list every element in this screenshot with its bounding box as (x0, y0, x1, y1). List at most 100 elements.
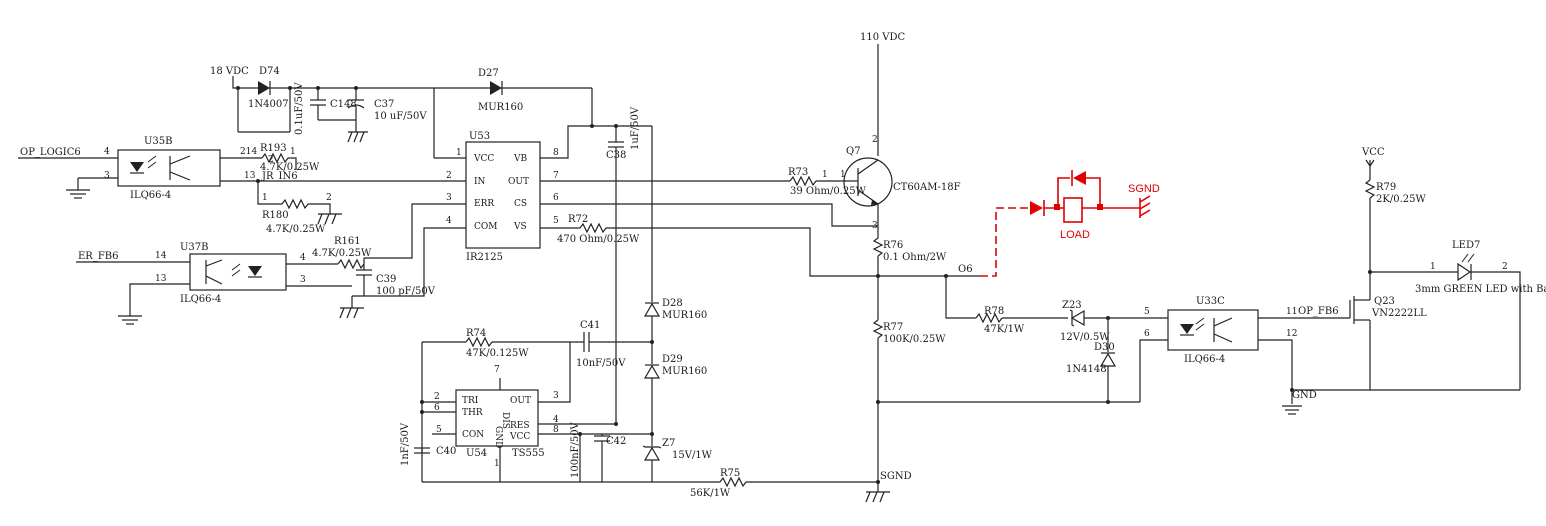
label-r75: R75 (720, 468, 740, 479)
svg-text:3: 3 (104, 171, 110, 181)
svg-text:5: 5 (436, 425, 442, 435)
label-r193: R193 (260, 143, 287, 154)
svg-text:1: 1 (456, 148, 462, 158)
label-r161: R161 (334, 236, 361, 247)
ic-u54-body (455, 389, 539, 447)
svg-text:8: 8 (553, 425, 559, 435)
svg-text:1: 1 (290, 147, 296, 157)
label-c148: C148 (330, 99, 357, 110)
svg-text:1: 1 (1430, 262, 1436, 272)
label-c41-value: 10nF/50V (576, 358, 626, 369)
label-c42: C42 (606, 436, 626, 447)
label-u33c-value: ILQ66-4 (1184, 354, 1225, 365)
svg-text:2: 2 (326, 193, 332, 203)
svg-text:1: 1 (822, 170, 828, 180)
svg-text:3: 3 (446, 193, 452, 203)
svg-text:6: 6 (553, 193, 559, 203)
svg-text:4: 4 (446, 216, 452, 226)
red-diode-flyback-symbol (1073, 171, 1086, 185)
svg-text:2: 2 (268, 155, 274, 165)
diode-d27: D27 MUR160 (434, 68, 593, 126)
label-r79-value: 2K/0.25W (1376, 194, 1426, 205)
label-u37b-value: ILQ66-4 (180, 294, 221, 305)
svg-text:214: 214 (240, 147, 257, 157)
label-r161-value: 4.7K/0.25W (312, 248, 372, 259)
label-er-fb6: ER_FB6 (78, 251, 118, 262)
label-c40-value: 1nF/50V (400, 422, 411, 466)
label-u54-value: TS555 (512, 448, 545, 459)
label-r76: R76 (883, 240, 903, 251)
diode-d74-symbol (258, 81, 270, 95)
label-r77-value: 100K/0.25W (883, 334, 946, 345)
u54-pin-thr: THR (462, 408, 483, 418)
u53-pin-err: ERR (474, 199, 494, 209)
svg-text:2: 2 (434, 392, 440, 402)
label-d27: D27 (478, 68, 499, 79)
svg-text:1: 1 (840, 170, 846, 180)
chassis-ground-icon (317, 213, 342, 225)
label-c42-value: 100nF/50V (570, 421, 581, 478)
label-c40: C40 (436, 446, 456, 457)
label-q7: Q7 (846, 146, 861, 157)
u54-pin-gnd: GND (493, 426, 503, 448)
label-r76-value: 0.1 Ohm/2W (883, 252, 947, 263)
label-18vdc: 18 VDC (210, 66, 249, 77)
label-q23-value: VN2222LL (1371, 308, 1427, 319)
label-q23: Q23 (1374, 296, 1395, 307)
label-u35b: U35B (144, 136, 173, 147)
label-r73: R73 (788, 167, 808, 178)
u54-pin-out: OUT (510, 396, 531, 406)
ic-u53-body (465, 141, 541, 249)
label-red-sgnd: SGND (1128, 183, 1160, 195)
label-o6: O6 (958, 264, 973, 275)
label-led7: LED7 (1452, 240, 1480, 251)
label-q7-value: CT60AM-18F (893, 182, 961, 193)
chassis-ground-icon (865, 491, 890, 503)
svg-text:4: 4 (300, 253, 306, 263)
ground-icon (66, 189, 90, 199)
u53-pin-vs: VS (513, 222, 527, 232)
svg-text:12: 12 (1286, 329, 1297, 339)
svg-text:2: 2 (446, 171, 452, 181)
label-sgnd: SGND (880, 471, 912, 482)
label-d74: D74 (259, 66, 280, 77)
label-d27-value: MUR160 (478, 102, 523, 113)
zener-z7: Z7 15V/1W (642, 438, 713, 482)
label-110vdc: 110 VDC (860, 32, 906, 43)
svg-text:5: 5 (553, 216, 559, 226)
ground-icon (118, 315, 142, 325)
label-r74: R74 (466, 328, 486, 339)
svg-text:7: 7 (494, 365, 500, 375)
label-z23-value: 12V/0.5W (1060, 332, 1110, 343)
label-c38-value: 1uF/50V (630, 106, 641, 150)
svg-text:4: 4 (104, 147, 110, 157)
svg-text:1: 1 (262, 193, 268, 203)
label-u53: U53 (469, 131, 490, 142)
label-d74-value: 1N4007 (248, 99, 289, 110)
label-c39-value: 100 pF/50V (376, 286, 436, 297)
label-c148-value: 0.1uF/50V (294, 82, 305, 135)
svg-text:3: 3 (553, 391, 559, 401)
label-jr-in6: JR_IN6 (261, 171, 298, 182)
label-u33c: U33C (1196, 296, 1225, 307)
chassis-ground-icon (347, 131, 368, 143)
label-d28-value: MUR160 (662, 310, 707, 321)
label-led7-value: 3mm GREEN LED with Base (1415, 284, 1546, 295)
label-d29: D29 (662, 354, 683, 365)
label-op-logic6: OP_LOGIC6 (20, 147, 81, 158)
u54-pin-tri: TRI (462, 396, 479, 406)
label-r73-value: 39 Ohm/0.25W (790, 186, 867, 197)
label-u37b: U37B (180, 242, 209, 253)
label-r74-value: 47K/0.125W (466, 348, 529, 359)
load-box (1063, 197, 1083, 223)
u54-pin-con: CON (462, 430, 484, 440)
label-d28: D28 (662, 298, 683, 309)
optocoupler-u33c: U33C ILQ66-4 5 6 11 12 (1144, 296, 1297, 365)
u54-pin-dis: DIS (500, 412, 510, 429)
red-diode-series-symbol (1030, 201, 1043, 215)
label-r180: R180 (262, 210, 289, 221)
chassis-ground-icon (339, 307, 364, 319)
svg-text:2: 2 (872, 135, 878, 145)
led-indicator-section: VCC R79 2K/0.25W LED7 3mm GREEN LED with… (1349, 147, 1546, 390)
